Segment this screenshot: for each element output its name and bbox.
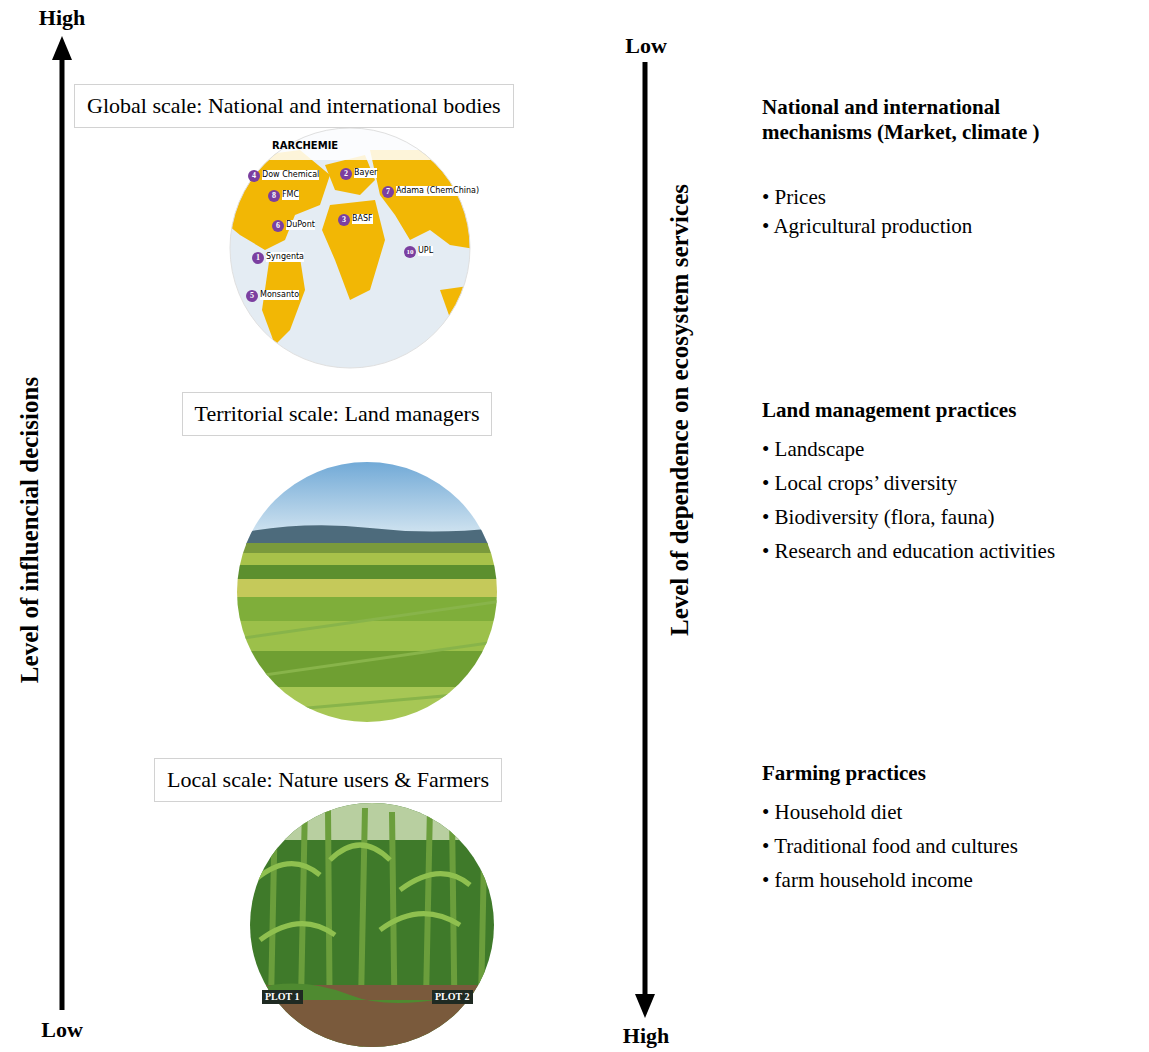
bullet-item: • Traditional food and cultures [762,834,1018,859]
bullet-item: • farm household income [762,868,973,893]
axis-line [60,52,65,1010]
bullet-item: • Research and education activities [762,539,1055,564]
section-heading: National and international mechanisms (M… [762,95,1092,145]
field-photo [230,460,510,727]
maize-photo [248,800,500,1052]
bullet-item: • Landscape [762,437,864,462]
world-map [220,120,490,380]
box-text: Territorial scale: Land managers [195,401,480,427]
bullet-item: • Household diet [762,800,902,825]
company-name: Bayer [354,168,377,178]
bullet-item: • Local crops’ diversity [762,471,957,496]
axis-end-label: High [39,5,85,31]
section-heading: Farming practices [762,761,926,786]
axis-title: Level of influencial decisions [15,377,45,683]
callout-number: 5 [246,290,258,302]
callout-number: 10 [404,246,416,258]
company-name: Adama (ChemChina) [396,186,479,196]
scale-box: Territorial scale: Land managers [182,392,493,436]
company-name: Syngenta [266,252,304,262]
bullet-item: • Biodiversity (flora, fauna) [762,505,994,530]
axis-title: Level of dependence on ecosystem service… [665,184,695,636]
scale-box: Local scale: Nature users & Farmers [154,758,502,802]
company-name: FMC [282,190,299,200]
callout-number: 6 [272,220,284,232]
callout-number: 7 [382,186,394,198]
axis-end-label: High [623,1023,669,1049]
company-name: Dow Chemical [262,170,319,180]
map-title: RARCHEMIE [272,140,338,152]
callout-number: 1 [252,252,264,264]
section-heading: Land management practices [762,398,1016,423]
company-name: BASF [352,214,373,224]
company-name: Monsanto [260,290,299,300]
callout-number: 8 [268,190,280,202]
plot-sign: PLOT 2 [432,990,473,1004]
callout-number: 2 [340,168,352,180]
axis-end-label: Low [41,1017,83,1043]
scale-box: Global scale: National and international… [74,84,514,128]
box-text: Global scale: National and international… [87,93,501,119]
company-name: UPL [418,246,433,256]
callout-number: 4 [248,170,260,182]
callout-number: 3 [338,214,350,226]
arrow-head [635,994,655,1018]
box-text: Local scale: Nature users & Farmers [167,767,489,793]
arrow-head [52,36,72,60]
axis-line [643,62,648,1000]
bullet-item: • Prices [762,185,826,210]
company-name: DuPont [286,220,315,230]
bullet-item: • Agricultural production [762,214,972,239]
axis-end-label: Low [625,33,667,59]
plot-sign: PLOT 1 [262,990,303,1004]
